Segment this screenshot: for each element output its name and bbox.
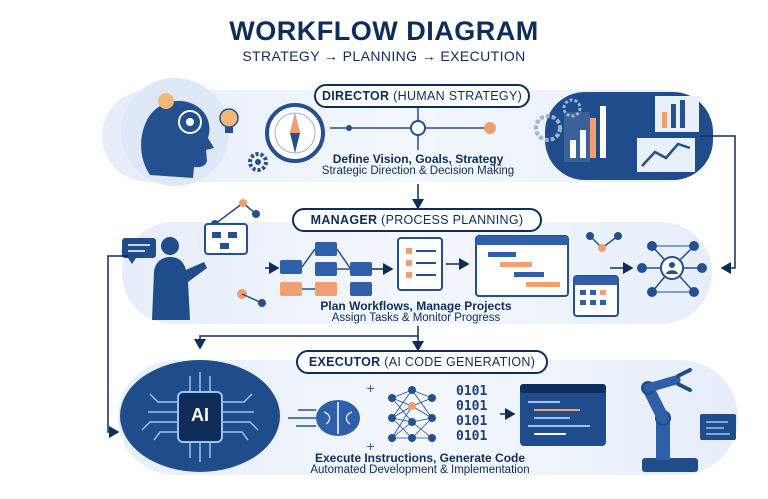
manager-description-line1: Plan Workflows, Manage Projects <box>320 299 512 313</box>
director-role-pill: DIRECTOR (HUMAN STRATEGY) <box>314 84 530 108</box>
monitor-icon <box>700 414 736 440</box>
checklist-icon <box>397 237 470 291</box>
director-description-line1: Define Vision, Goals, Strategy <box>332 152 504 166</box>
lightbulb-icon <box>158 93 174 114</box>
manager-role-name: MANAGER <box>310 213 378 227</box>
compass-icon <box>265 103 325 163</box>
binary-line: 0101 <box>456 399 488 414</box>
manager-role-detail: (PROCESS PLANNING) <box>381 213 524 227</box>
binary-line: 0101 <box>456 384 488 399</box>
speech-bubble-icon <box>122 238 156 264</box>
director-head-icon <box>121 78 229 186</box>
director-description-line2: Strategic Direction & Decision Making <box>321 165 515 177</box>
diagram-subtitle: STRATEGY → PLANNING → EXECUTION <box>242 48 526 64</box>
lightbulb-icon <box>219 108 239 133</box>
executor-role-pill: EXECUTOR (AI CODE GENERATION) <box>296 350 548 374</box>
executor-description-line1: Execute Instructions, Generate Code <box>314 451 526 465</box>
svg-text:+: + <box>366 440 375 453</box>
code-editor-icon <box>500 384 606 446</box>
ai-chip-icon <box>120 360 280 472</box>
neural-network-icon <box>388 386 436 442</box>
binary-stream: 0101 0101 0101 0101 <box>456 384 487 444</box>
director-role-name: DIRECTOR <box>321 89 390 103</box>
manager-role-pill: MANAGER (PROCESS PLANNING) <box>292 208 542 232</box>
executor-role-name: EXECUTOR <box>308 355 381 369</box>
robot-arm-icon <box>641 368 698 472</box>
executor-description-line2: Automated Development & Implementation <box>310 464 530 476</box>
binary-line: 0101 <box>456 414 488 429</box>
gear-icon <box>248 152 268 172</box>
executor-role-detail: (AI CODE GENERATION) <box>384 355 536 369</box>
svg-text:+: + <box>366 382 375 395</box>
strategy-network-icon <box>330 105 496 150</box>
manager-description-line2: Assign Tasks & Monitor Progress <box>331 312 501 324</box>
ai-chip-label: AI <box>191 405 209 425</box>
share-network-icon <box>586 232 622 252</box>
process-flowchart-icon <box>237 242 394 307</box>
flowchart-board-icon <box>204 223 248 255</box>
manager-person-icon <box>152 237 207 320</box>
analytics-dashboard-icon <box>534 92 713 180</box>
binary-line: 0101 <box>456 429 488 444</box>
brain-icon: + + <box>288 382 375 453</box>
calendar-icon <box>573 275 619 317</box>
director-role-detail: (HUMAN STRATEGY) <box>393 89 523 103</box>
diagram-title: WORKFLOW DIAGRAM <box>229 16 539 46</box>
gantt-chart-icon <box>475 235 569 297</box>
team-network-icon <box>610 241 707 297</box>
